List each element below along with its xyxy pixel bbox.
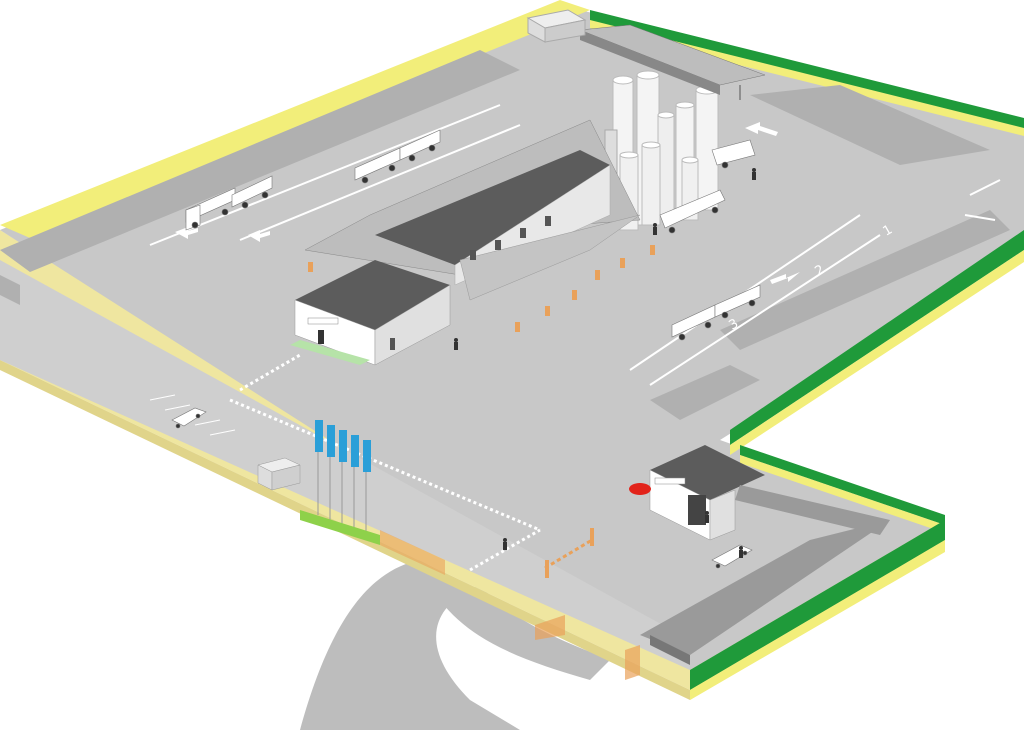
flag-poles <box>300 420 380 545</box>
parking-shelter <box>640 485 890 665</box>
checkpoint-booth <box>649 445 765 541</box>
stop-sign <box>629 483 651 495</box>
person-icon <box>752 168 756 180</box>
truck <box>185 187 236 231</box>
people <box>454 168 756 558</box>
parking-slots <box>149 394 236 436</box>
tanker-truck <box>711 139 756 169</box>
tank <box>641 141 661 226</box>
crosswalks <box>229 353 541 572</box>
person-icon <box>739 546 743 558</box>
tank <box>695 85 719 211</box>
fuel-canopy <box>579 24 766 100</box>
office-door <box>318 330 324 344</box>
flag-icon <box>363 440 371 535</box>
perimeter-fence <box>0 0 1024 700</box>
truck <box>231 175 273 209</box>
tanker-truck <box>659 189 726 234</box>
booth-sign <box>654 477 686 485</box>
car <box>171 407 207 429</box>
storage-tanks <box>604 70 719 231</box>
barrier-gate-icon <box>544 538 593 570</box>
office-building <box>290 260 451 366</box>
truck <box>399 129 441 162</box>
direction-arrows <box>175 122 800 284</box>
person-icon <box>705 511 709 523</box>
booth-entrance <box>688 495 706 525</box>
guard-box <box>257 457 301 491</box>
warehouse-windows <box>470 216 551 260</box>
flag-icon <box>351 435 359 530</box>
barrier-gates <box>380 528 640 680</box>
flag-icon <box>327 425 335 520</box>
trucks <box>185 129 761 341</box>
person-icon <box>454 338 458 350</box>
access-road <box>300 560 610 730</box>
person-icon <box>503 538 507 550</box>
parking-pads <box>0 50 1010 420</box>
truck <box>354 147 401 184</box>
utility-box <box>526 9 587 43</box>
stop-sign-icon <box>629 483 651 495</box>
canopy-pillars <box>308 245 655 332</box>
person-icon <box>653 223 657 235</box>
office-sign <box>307 317 339 325</box>
flag-icon <box>339 430 347 525</box>
truck <box>714 284 761 319</box>
main-warehouse <box>304 119 655 332</box>
flag-icon <box>315 420 323 515</box>
